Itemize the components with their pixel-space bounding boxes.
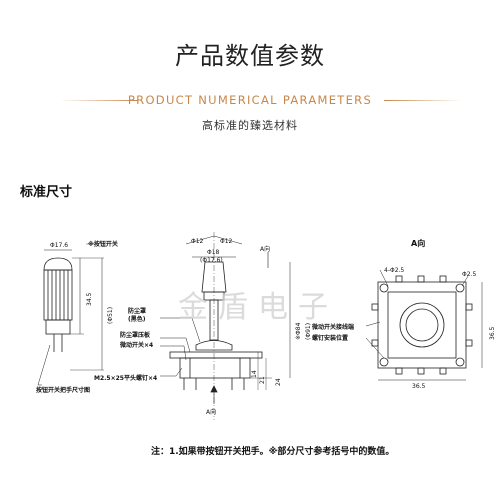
joystick-knob bbox=[201, 261, 227, 293]
handle-cap bbox=[43, 257, 73, 271]
tagline: 高标准的臻选材料 bbox=[202, 119, 298, 132]
dim-base-height: 36.5 bbox=[489, 326, 496, 340]
arrow-bottom-label: A向 bbox=[206, 408, 216, 416]
handle-collar bbox=[45, 319, 71, 335]
dim-top-left: Φ12 bbox=[191, 238, 204, 245]
dim-side-2: (Φ91) bbox=[305, 323, 312, 340]
dim-inner-1: Φ18 bbox=[207, 249, 220, 256]
label-mount: 螺钉安装位置 bbox=[312, 334, 348, 342]
view-a-title: A向 bbox=[411, 238, 425, 248]
page-subtitle: PRODUCT NUMERICAL PARAMETERS bbox=[127, 93, 373, 107]
section-heading: 标准尺寸 bbox=[20, 185, 73, 200]
dim-handle-height: 34.5 bbox=[86, 292, 93, 306]
base-plate bbox=[377, 281, 467, 369]
label-micro-switch: 微动开关×4 bbox=[119, 341, 153, 349]
center-drawing bbox=[160, 232, 291, 420]
footnote: 注：1.如果带按钮开关把手。※部分尺寸参考括号中的数值。 bbox=[151, 447, 395, 457]
dim-right-1: 14 bbox=[251, 370, 258, 378]
label-terminal: 微动开关接线端 bbox=[311, 323, 354, 331]
left-drawing bbox=[37, 243, 104, 386]
dim-inner-2: (Φ17.6) bbox=[200, 257, 223, 264]
label-dust-color: (黑色) bbox=[128, 315, 146, 323]
dim-holes: 4-Φ2.5 bbox=[384, 267, 404, 274]
title-rule-left bbox=[60, 100, 138, 101]
joystick-shaft bbox=[209, 299, 219, 341]
label-button-switch: ※按钮开关 bbox=[88, 240, 118, 248]
dim-top-right: Φ12 bbox=[220, 238, 233, 245]
label-dust-plate: 防尘罩压板 bbox=[120, 331, 151, 339]
right-drawing bbox=[365, 269, 483, 381]
watermark: 金盾电子 bbox=[178, 290, 338, 325]
arrow-top-label: A向 bbox=[260, 245, 270, 253]
label-screws: M2.5×25平头螺钉×4 bbox=[94, 374, 157, 382]
dim-right-2: 21 bbox=[259, 376, 266, 384]
dim-handle-total: (Φ51) bbox=[107, 307, 114, 324]
dim-right-3: 24 bbox=[275, 378, 282, 386]
label-dust-cover: 防尘罩 bbox=[128, 307, 146, 315]
dim-handle-diameter: Φ17.6 bbox=[50, 242, 68, 249]
base-inner bbox=[387, 291, 457, 359]
dim-side-1: ※Φ84 bbox=[295, 322, 302, 340]
dim-hole-right: Φ2.5 bbox=[462, 271, 476, 278]
dim-base-width: 36.5 bbox=[412, 383, 426, 390]
handle-caption: 按钮开关把手尺寸图 bbox=[36, 386, 90, 394]
page-title: 产品数值参数 bbox=[175, 42, 325, 70]
title-rule-right bbox=[384, 100, 462, 101]
switch-body bbox=[179, 357, 251, 379]
base-ring-outer bbox=[399, 302, 445, 348]
dust-plate bbox=[169, 351, 263, 359]
base-ring-inner bbox=[405, 308, 439, 342]
dust-cover bbox=[195, 340, 233, 351]
